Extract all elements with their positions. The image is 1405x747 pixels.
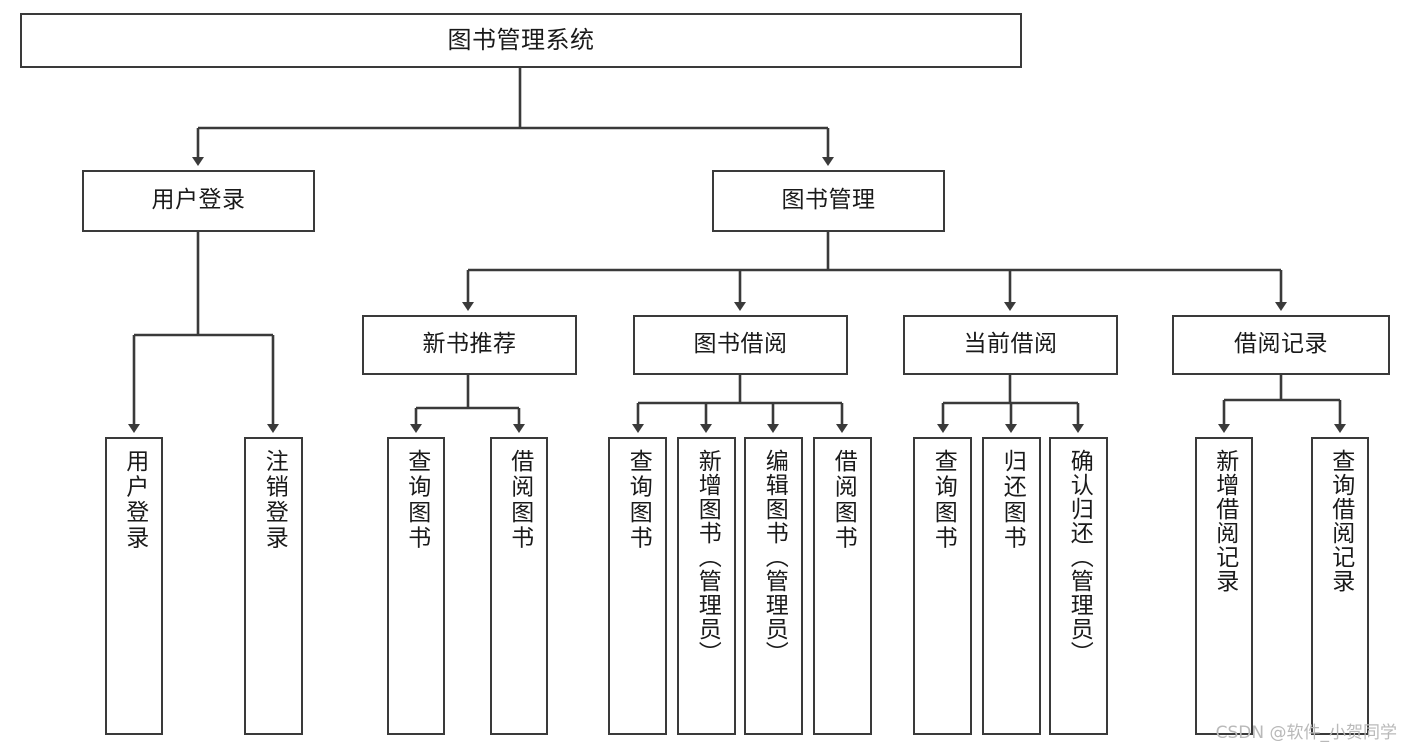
node-label: 编辑图书（管理员） [761,449,788,665]
node-label: 借阅图书 [506,449,533,551]
node-label: 注销登录 [261,449,288,551]
node-leaf-user-login[interactable]: 用户登录 [105,437,163,735]
node-label: 新书推荐 [422,331,517,358]
node-label: 当前借阅 [963,331,1058,358]
node-book-borrow[interactable]: 图书借阅 [633,315,848,375]
node-root-book-management-system[interactable]: 图书管理系统 [20,13,1022,68]
node-label: 借阅记录 [1234,331,1328,358]
node-leaf-query-book-3[interactable]: 查询图书 [913,437,972,735]
node-label: 新增图书（管理员） [694,449,721,665]
node-leaf-query-book-1[interactable]: 查询图书 [387,437,445,735]
node-leaf-edit-book[interactable]: 编辑图书（管理员） [744,437,803,735]
node-leaf-borrow-book-1[interactable]: 借阅图书 [490,437,548,735]
node-label: 借阅图书 [830,449,857,551]
node-label: 查询图书 [930,449,957,551]
node-borrow-record[interactable]: 借阅记录 [1172,315,1390,375]
node-leaf-add-book[interactable]: 新增图书（管理员） [677,437,736,735]
node-leaf-borrow-book-2[interactable]: 借阅图书 [813,437,872,735]
node-leaf-confirm-return[interactable]: 确认归还（管理员） [1049,437,1108,735]
node-label: 图书借阅 [693,331,788,358]
node-leaf-logout[interactable]: 注销登录 [244,437,303,735]
node-label: 图书管理系统 [447,26,595,55]
node-leaf-query-book-2[interactable]: 查询图书 [608,437,667,735]
node-label: 确认归还（管理员） [1066,449,1093,665]
node-new-book-recommend[interactable]: 新书推荐 [362,315,577,375]
node-label: 用户登录 [151,187,246,214]
node-label: 查询借阅记录 [1327,449,1354,593]
node-leaf-query-record[interactable]: 查询借阅记录 [1311,437,1369,735]
node-label: 查询图书 [403,449,430,551]
node-user-login[interactable]: 用户登录 [82,170,315,232]
node-label: 新增借阅记录 [1211,449,1238,593]
node-label: 查询图书 [625,449,652,551]
node-leaf-add-record[interactable]: 新增借阅记录 [1195,437,1253,735]
watermark-text: CSDN @软件_小贺同学 [1215,723,1397,743]
node-current-borrow[interactable]: 当前借阅 [903,315,1118,375]
node-book-manage[interactable]: 图书管理 [712,170,945,232]
node-leaf-return-book[interactable]: 归还图书 [982,437,1041,735]
node-label: 图书管理 [781,187,876,214]
node-label: 归还图书 [999,449,1026,551]
node-label: 用户登录 [121,449,148,551]
